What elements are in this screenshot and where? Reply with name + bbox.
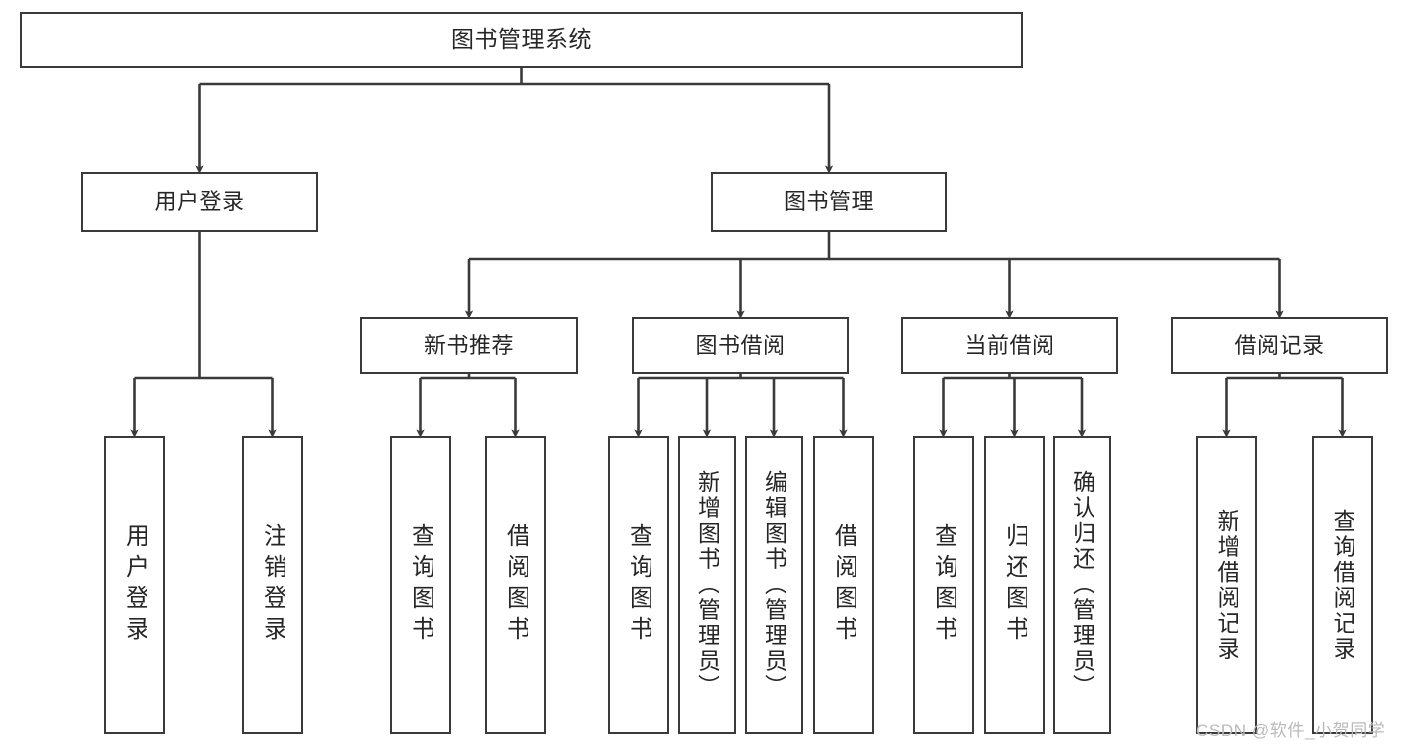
node-label: 当前借阅 xyxy=(964,332,1055,358)
node-label: 图书管理 xyxy=(783,189,874,215)
node-label: 借阅记录 xyxy=(1234,332,1325,358)
node-l_query2[interactable]: 查询图书 xyxy=(608,436,669,734)
node-label: 图书借阅 xyxy=(695,332,786,358)
node-label: 确认归还（管理员） xyxy=(1070,470,1094,700)
node-t2_borrow[interactable]: 图书借阅 xyxy=(632,317,849,374)
node-label: 借阅图书 xyxy=(503,523,528,647)
node-label: 查询图书 xyxy=(931,523,956,647)
node-t1_book[interactable]: 图书管理 xyxy=(711,172,947,232)
node-t1_login[interactable]: 用户登录 xyxy=(81,172,318,232)
node-t2_current[interactable]: 当前借阅 xyxy=(901,317,1118,374)
node-label: 归还图书 xyxy=(1002,523,1027,647)
node-l_login[interactable]: 用户登录 xyxy=(104,436,165,734)
node-label: 查询图书 xyxy=(408,523,433,647)
node-label: 编辑图书（管理员） xyxy=(762,470,786,700)
node-label: 新增图书（管理员） xyxy=(695,470,719,700)
node-l_edit[interactable]: 编辑图书（管理员） xyxy=(745,436,803,734)
node-label: 用户登录 xyxy=(154,189,245,215)
node-l_confirm[interactable]: 确认归还（管理员） xyxy=(1053,436,1111,734)
node-l_return[interactable]: 归还图书 xyxy=(984,436,1045,734)
node-l_logout[interactable]: 注销登录 xyxy=(242,436,303,734)
csdn-watermark: CSDN @软件_小贺同学 xyxy=(1196,721,1386,740)
node-l_borrow2[interactable]: 借阅图书 xyxy=(813,436,874,734)
node-l_query1[interactable]: 查询图书 xyxy=(390,436,451,734)
node-label: 用户登录 xyxy=(122,523,147,647)
node-root[interactable]: 图书管理系统 xyxy=(20,12,1023,68)
node-label: 查询图书 xyxy=(626,523,651,647)
node-l_borrow1[interactable]: 借阅图书 xyxy=(485,436,546,734)
node-label: 注销登录 xyxy=(260,523,285,647)
node-label: 借阅图书 xyxy=(831,523,856,647)
node-t2_record[interactable]: 借阅记录 xyxy=(1171,317,1388,374)
node-t2_new[interactable]: 新书推荐 xyxy=(360,317,578,374)
node-label: 查询借阅记录 xyxy=(1331,508,1354,662)
node-label: 新增借阅记录 xyxy=(1215,508,1238,662)
node-l_add[interactable]: 新增图书（管理员） xyxy=(678,436,736,734)
node-label: 图书管理系统 xyxy=(451,26,592,53)
node-l_addrec[interactable]: 新增借阅记录 xyxy=(1196,436,1257,734)
node-l_query3[interactable]: 查询图书 xyxy=(913,436,974,734)
node-l_queryrec[interactable]: 查询借阅记录 xyxy=(1312,436,1373,734)
node-label: 新书推荐 xyxy=(423,332,514,358)
